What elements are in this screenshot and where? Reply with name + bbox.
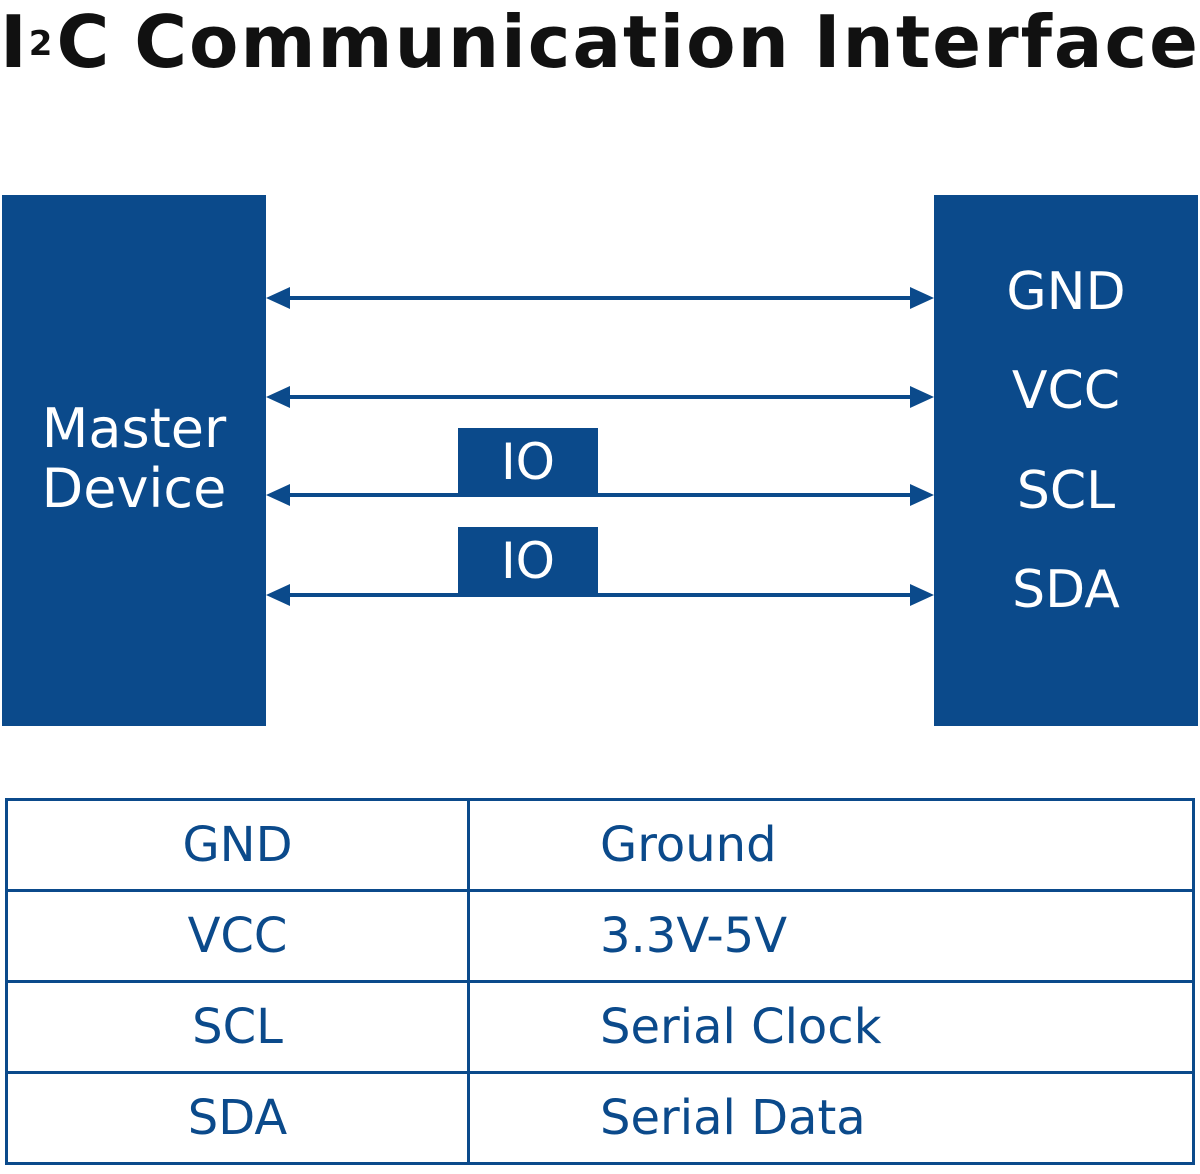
master-device-label: Master Device [2,399,266,519]
line-vcc [266,386,934,408]
line-sda [266,584,934,606]
slave-pin-scl: SCL [1016,461,1116,521]
title-word-c: C [56,0,112,84]
slave-pin-gnd: GND [1006,262,1126,322]
title-word-communication: Communication [134,0,791,84]
pin-name-cell: SCL [5,980,470,1074]
table-row: VCC 3.3V-5V [5,889,1195,983]
table-row: SCL Serial Clock [5,980,1195,1074]
io-block-scl: IO [458,428,598,496]
title-superscript: 2 [28,24,55,64]
pin-description-table: GND Ground VCC 3.3V-5V SCL Serial Clock … [5,798,1195,1165]
title-prefix: I [0,0,29,84]
title-word-interface: Interface [813,0,1200,84]
line-gnd [266,287,934,309]
slave-pin-vcc: VCC [1011,361,1121,421]
pin-desc-cell: Ground [467,798,1195,892]
pin-desc-cell: Serial Data [467,1071,1195,1165]
pin-name-cell: VCC [5,889,470,983]
pin-name-cell: SDA [5,1071,470,1165]
pin-name-cell: GND [5,798,470,892]
line-scl [266,484,934,506]
slave-pin-sda: SDA [1012,560,1120,620]
master-device-block: Master Device [2,195,266,726]
master-device-line1: Master [41,397,227,460]
slave-device-block [934,195,1198,726]
pin-desc-cell: Serial Clock [467,980,1195,1074]
pin-desc-cell: 3.3V-5V [467,889,1195,983]
table-row: GND Ground [5,798,1195,892]
table-row: SDA Serial Data [5,1071,1195,1165]
io-block-sda: IO [458,527,598,595]
master-device-line2: Device [41,457,227,520]
